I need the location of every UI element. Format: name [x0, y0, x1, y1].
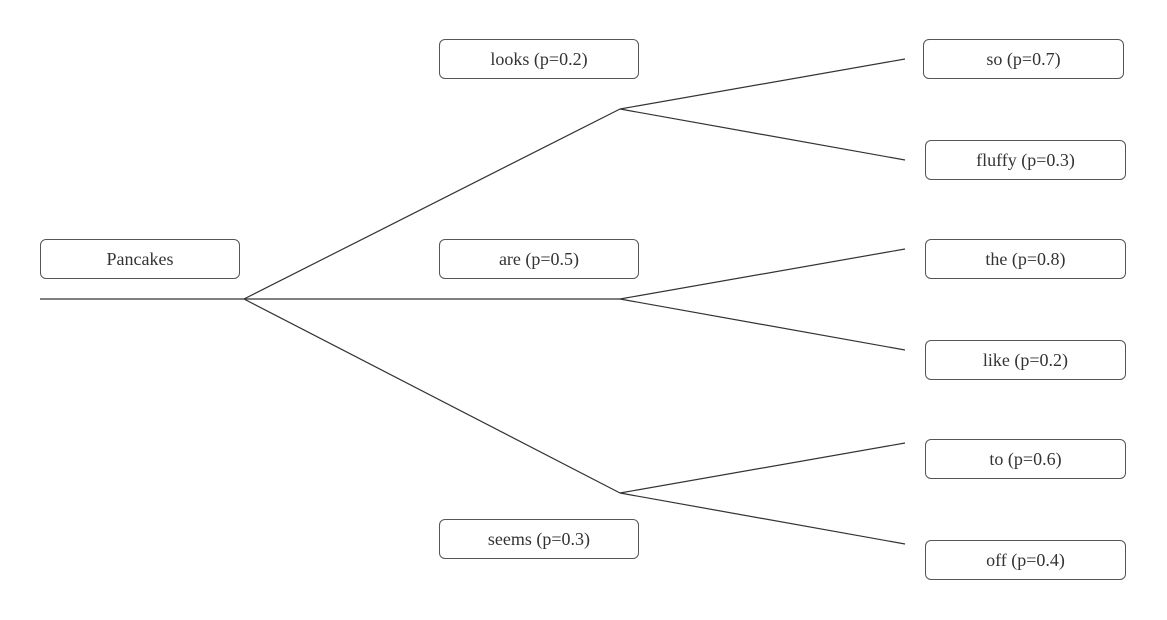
node-looks[interactable]: looks (p=0.2) [439, 39, 639, 79]
node-the[interactable]: the (p=0.8) [925, 239, 1126, 279]
edge-root-looks [243, 108, 621, 300]
node-so[interactable]: so (p=0.7) [923, 39, 1124, 79]
edge-are-the [619, 248, 906, 300]
edge-looks-so [619, 58, 906, 110]
edge-seems-to [619, 442, 906, 494]
edge-root-seems [243, 298, 621, 494]
node-root[interactable]: Pancakes [40, 239, 240, 279]
node-fluffy[interactable]: fluffy (p=0.3) [925, 140, 1126, 180]
node-to[interactable]: to (p=0.6) [925, 439, 1126, 479]
edge-are-like [619, 298, 906, 351]
node-seems[interactable]: seems (p=0.3) [439, 519, 639, 559]
node-like[interactable]: like (p=0.2) [925, 340, 1126, 380]
edge-seems-off [619, 492, 906, 545]
edge-looks-fluffy [619, 108, 906, 161]
node-are[interactable]: are (p=0.5) [439, 239, 639, 279]
node-off[interactable]: off (p=0.4) [925, 540, 1126, 580]
